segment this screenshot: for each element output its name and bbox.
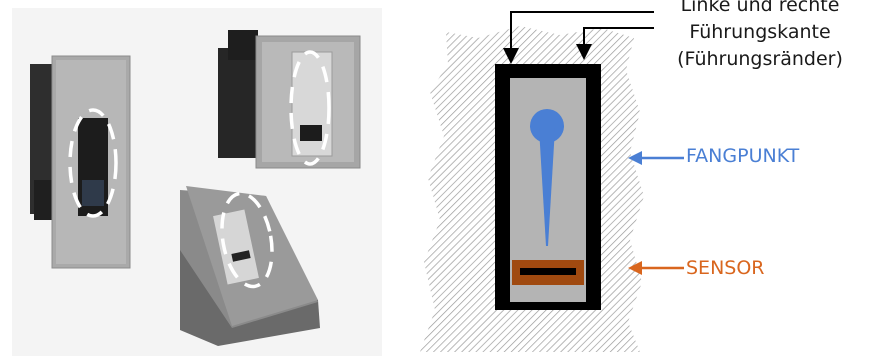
guide-edges-label-line-2: Führungskante [630,19,877,46]
fingerprint-reader-flush-icon [30,56,130,268]
guide-edges-label: Linke und rechte Führungskante (Führungs… [630,0,877,73]
guide-edges-label-line-3: (Führungsränder) [630,46,877,73]
catch-point-label: FANGPUNKT [686,145,799,167]
fingerprint-reader-desktop-icon [180,186,320,346]
fingerprint-reader-module-icon [218,30,360,168]
guide-edges-label-line-1: Linke und rechte [630,0,877,19]
sensor-label: SENSOR [686,257,765,279]
sensor-slot [520,268,576,275]
